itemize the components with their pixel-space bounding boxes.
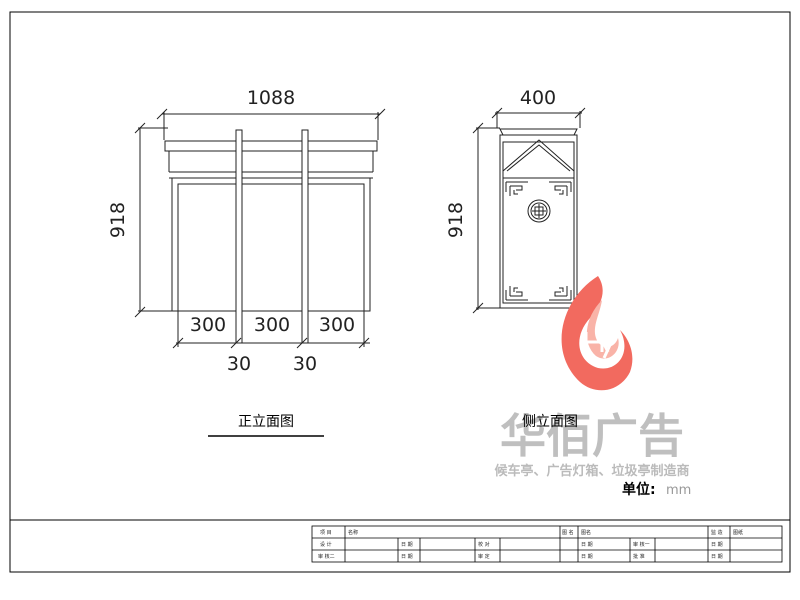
front-canopy [164,140,378,152]
fret-bottom-right [549,286,572,301]
watermark-slogan: 候车亭、广告灯箱、垃圾亭制造商 [494,463,689,479]
tb-project-value: 名称 [348,529,358,536]
front-bay-label-1: 300 [190,314,226,336]
title-block-text: 项 目 名称 图 名 图名 监 造 图纸 设 计 日 期 校 对 日 期 审 核… [318,529,743,560]
tb-approve-date: 日 期 [581,554,593,560]
tb-check-label: 校 对 [478,541,490,548]
front-bay-label-3: 300 [319,314,355,336]
side-gable [502,139,575,172]
side-emblem [527,199,551,223]
fret-bottom-left [505,286,528,301]
watermark-brand: 华佰广告 [500,409,684,463]
tb-review2-date: 日 期 [401,554,413,560]
tb-review2-label: 审 核二 [318,553,335,560]
front-width-label: 1088 [247,87,295,109]
fret-top-right [549,181,572,196]
front-bay-label-2: 300 [254,314,290,336]
tb-project-label: 项 目 [320,530,332,536]
unit-value: mm [666,483,691,498]
tb-design-date: 日 期 [401,542,413,548]
tb-approve-label: 审 定 [478,553,490,560]
flame-icon [561,276,633,391]
tb-drawing-name-label: 图 名 [562,529,574,536]
side-view-caption: 侧立面图 [522,414,578,430]
tb-check-date: 日 期 [581,542,593,548]
front-post-right [301,129,309,344]
unit-label: 单位: [622,481,656,498]
tb-supervise-value: 图纸 [733,529,743,536]
sheet-border [9,11,791,573]
fret-top-left [505,181,528,196]
watermark-logo [561,276,633,391]
tb-design-label: 设 计 [320,541,332,548]
front-post-left [235,129,243,344]
side-view [472,107,586,314]
tb-supervise-label: 监 造 [711,529,723,536]
side-height-label: 918 [445,202,467,238]
tb-authorize-date: 日 期 [711,554,723,560]
flame-inner-icon [586,300,619,359]
tb-review1-label: 审 核一 [633,541,650,548]
front-height-label: 918 [107,202,129,238]
front-view [134,108,386,349]
tb-drawing-name-value: 图名 [581,529,591,536]
title-block [311,525,783,563]
front-post-label-2: 30 [293,353,317,375]
side-width-label: 400 [520,87,556,109]
tb-review1-date: 日 期 [711,542,723,548]
hy-mark-icon [584,331,618,359]
front-view-caption: 正立面图 [238,414,294,430]
front-post-label-1: 30 [227,353,251,375]
side-body [499,134,578,309]
tb-authorize-label: 批 准 [633,553,645,560]
front-frame [171,177,371,312]
